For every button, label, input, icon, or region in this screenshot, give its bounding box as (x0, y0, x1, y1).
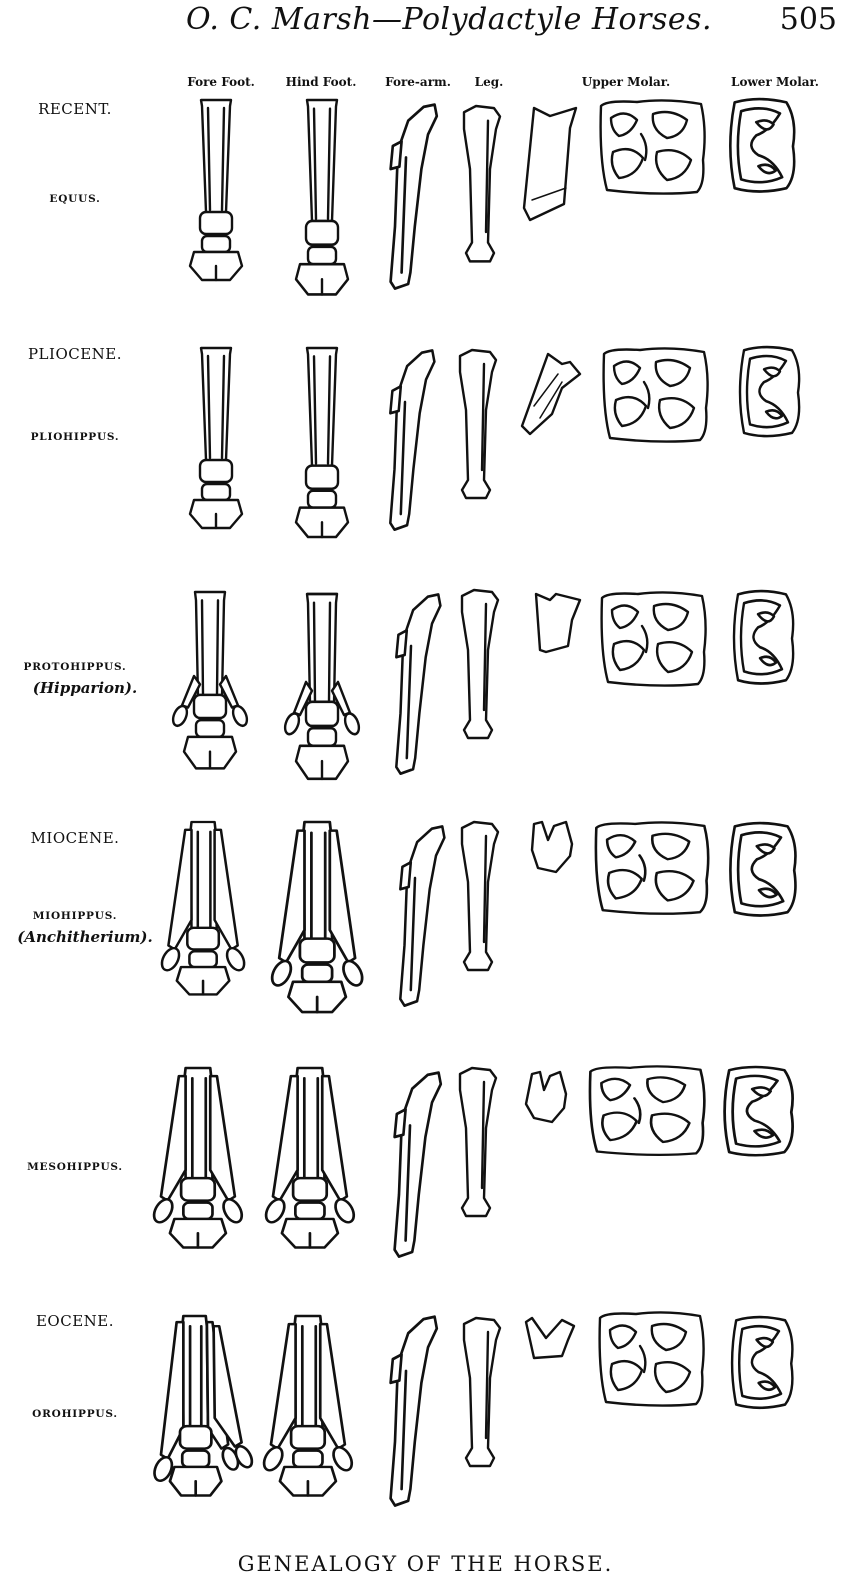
protohippus-fore-arm-illustration (394, 593, 442, 776)
pliohippus-fore-arm-illustration (388, 349, 436, 532)
synonym-label-anchitherium: (Anchitherium). (17, 928, 153, 946)
pliohippus-lower-molar-illustration (738, 345, 801, 438)
equus-lower-molar-illustration (729, 97, 796, 193)
genus-label-protohippus: PROTOHIPPUS. (23, 661, 127, 673)
mesohippus-upper-molar-side-illustration (524, 1070, 568, 1124)
pliohippus-hind-foot-illustration (294, 346, 350, 539)
protohippus-hind-foot-illustration (281, 592, 363, 781)
miohippus-upper-molar-illustration (594, 821, 710, 916)
epoch-label-pliocene: PLIOCENE. (27, 345, 123, 363)
miohippus-leg-illustration (460, 820, 500, 972)
column-header-fore-foot: Fore Foot. (187, 75, 255, 89)
column-header-lower-molar: Lower Molar. (731, 75, 819, 89)
page-number: 505 (779, 2, 837, 37)
mesohippus-fore-foot-illustration (149, 1066, 247, 1249)
miohippus-fore-foot-illustration (157, 820, 249, 996)
orohippus-upper-molar-side-illustration (524, 1316, 576, 1360)
pliohippus-upper-molar-side-illustration (520, 352, 582, 436)
equus-upper-molar-illustration (599, 99, 706, 195)
equus-fore-arm-illustration (389, 103, 439, 290)
equus-hind-foot-illustration (294, 98, 350, 296)
orohippus-fore-arm-illustration (389, 1315, 439, 1507)
genus-label-orohippus: OROHIPPUS. (32, 1408, 118, 1420)
column-header-upper-molar: Upper Molar. (581, 75, 671, 89)
mesohippus-fore-arm-illustration (393, 1071, 443, 1258)
protohippus-lower-molar-illustration (732, 589, 795, 685)
miohippus-fore-arm-illustration (398, 825, 446, 1008)
figure-caption: GENEALOGY OF THE HORSE. (237, 1552, 614, 1576)
equus-upper-molar-side-illustration (522, 106, 578, 222)
epoch-label-miocene: MIOCENE. (30, 829, 120, 847)
miohippus-hind-foot-illustration (266, 820, 368, 1014)
mesohippus-leg-illustration (458, 1066, 498, 1218)
synonym-label-hipparion: (Hipparion). (32, 679, 138, 697)
orohippus-upper-molar-illustration (598, 1311, 705, 1407)
column-header-fore-arm: Fore-arm. (385, 75, 451, 89)
mesohippus-upper-molar-illustration (588, 1065, 706, 1157)
genus-label-pliohippus: PLIOHIPPUS. (30, 431, 120, 443)
pliohippus-leg-illustration (458, 348, 498, 500)
pliohippus-fore-foot-illustration (188, 346, 244, 530)
epoch-label-eocene: EOCENE. (35, 1312, 115, 1330)
orohippus-fore-foot-illustration (149, 1314, 257, 1497)
miohippus-upper-molar-side-illustration (530, 820, 574, 874)
orohippus-hind-foot-illustration (259, 1314, 357, 1497)
protohippus-upper-molar-illustration (600, 591, 707, 687)
column-header-leg: Leg. (474, 75, 504, 89)
equus-fore-foot-illustration (188, 98, 244, 282)
protohippus-fore-foot-illustration (169, 590, 251, 770)
protohippus-leg-illustration (460, 588, 500, 740)
genus-label-equus: EQUUS. (49, 193, 101, 205)
mesohippus-hind-foot-illustration (261, 1066, 359, 1249)
page-header-title: O. C. Marsh—Polydactyle Horses. (186, 2, 713, 37)
protohippus-upper-molar-side-illustration (534, 592, 582, 654)
genus-label-miohippus: MIOHIPPUS. (32, 910, 118, 922)
miohippus-lower-molar-illustration (729, 821, 797, 917)
equus-leg-illustration (462, 104, 502, 263)
column-header-hind-foot: Hind Foot. (285, 75, 357, 89)
genus-label-mesohippus: MESOHIPPUS. (27, 1161, 123, 1173)
orohippus-leg-illustration (462, 1316, 502, 1468)
orohippus-lower-molar-illustration (730, 1315, 794, 1410)
epoch-label-recent: RECENT. (38, 100, 112, 118)
mesohippus-lower-molar-illustration (723, 1065, 794, 1157)
pliohippus-upper-molar-illustration (602, 347, 709, 443)
